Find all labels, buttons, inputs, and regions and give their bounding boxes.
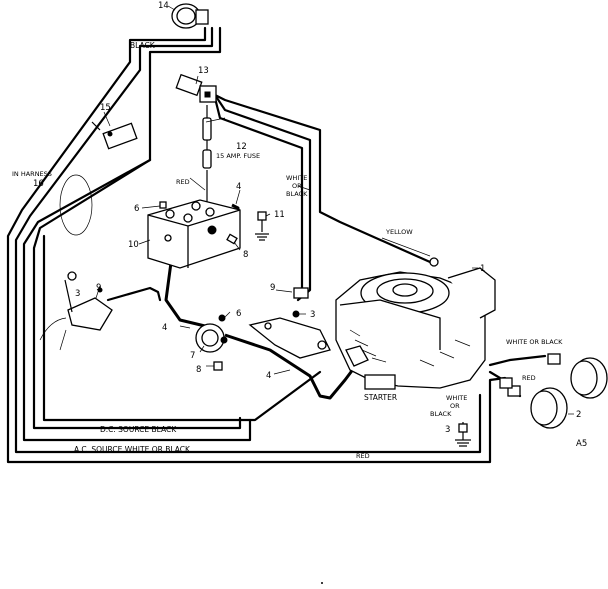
part-number-13: 13 [198,66,209,76]
part-number-9-right: 9 [270,283,275,293]
leader-lines [95,5,574,415]
label-white-or-black-right: WHITE OR BLACK [506,338,563,346]
label-red-bottom: RED [356,452,370,460]
part-number-2: 2 [576,410,581,420]
label-black-top: BLACK [130,41,156,50]
part-number-15: 15 [100,103,111,113]
part-number-3-mid: 3 [310,310,315,320]
solenoid-7 [195,314,228,353]
ground-3-lower [455,422,471,447]
headlight-2a [547,353,608,399]
engine-1 [335,257,496,390]
part-number-12: 12 [236,142,247,152]
part-number-11: 11 [274,210,285,220]
battery-10 [147,199,241,269]
ignition-switch-13 [175,73,217,103]
label-ac-source: A.C. SOURCE WHITE OR BLACK [74,445,191,454]
fuse-12 [202,117,212,169]
label-in-harness: IN HARNESS [12,170,52,178]
safety-switch-9-left [39,271,113,351]
light-switch-15 [91,121,138,150]
label-fuse: 15 AMP. FUSE [216,152,260,160]
label-yellow: YELLOW [385,228,413,236]
label-in-harness-num: 16 [33,179,44,189]
part-number-3-left: 3 [75,289,80,299]
part-number-4-low: 4 [266,371,271,381]
screw-8-solenoid [213,361,223,371]
label-white-or-black-low-2: OR [450,402,460,410]
nut-6-battery [159,201,167,209]
bolt-8-battery [226,233,238,245]
stray-dot [321,582,323,584]
label-white-or-black-low-1: WHITE [446,394,467,402]
safety-switch-9-right [248,287,331,359]
hour-meter-14 [171,3,209,29]
label-red-right: RED [522,374,536,382]
part-number-14: 14 [158,1,169,11]
label-dc-source: D.C. SOURCE BLACK [100,425,177,434]
part-number-3-low: 3 [445,425,450,435]
part-number-8-solenoid: 8 [196,365,201,375]
headlight-2b [499,377,568,429]
part-number-1: 1 [480,264,485,274]
part-number-10: 10 [128,240,139,250]
label-red-fuse: RED [176,178,190,186]
label-starter: STARTER [364,393,397,402]
part-number-8-battery: 8 [243,250,248,260]
label-figure-id: A5 [576,439,587,449]
part-number-4-top: 4 [236,182,241,192]
ground-bolt-11 [255,211,269,241]
label-white-or-black-low-3: BLACK [430,410,452,418]
part-number-7: 7 [190,351,195,361]
part-number-6-solenoid: 6 [236,309,241,319]
label-white-or-black-3: BLACK [286,190,308,198]
label-white-or-black-2: OR [292,182,302,190]
part-number-6-battery: 6 [134,204,139,214]
label-white-or-black-1: WHITE [286,174,307,182]
part-number-9-left: 9 [96,283,101,293]
harness-callout-ellipse [59,174,93,236]
part-number-4-left: 4 [162,323,167,333]
